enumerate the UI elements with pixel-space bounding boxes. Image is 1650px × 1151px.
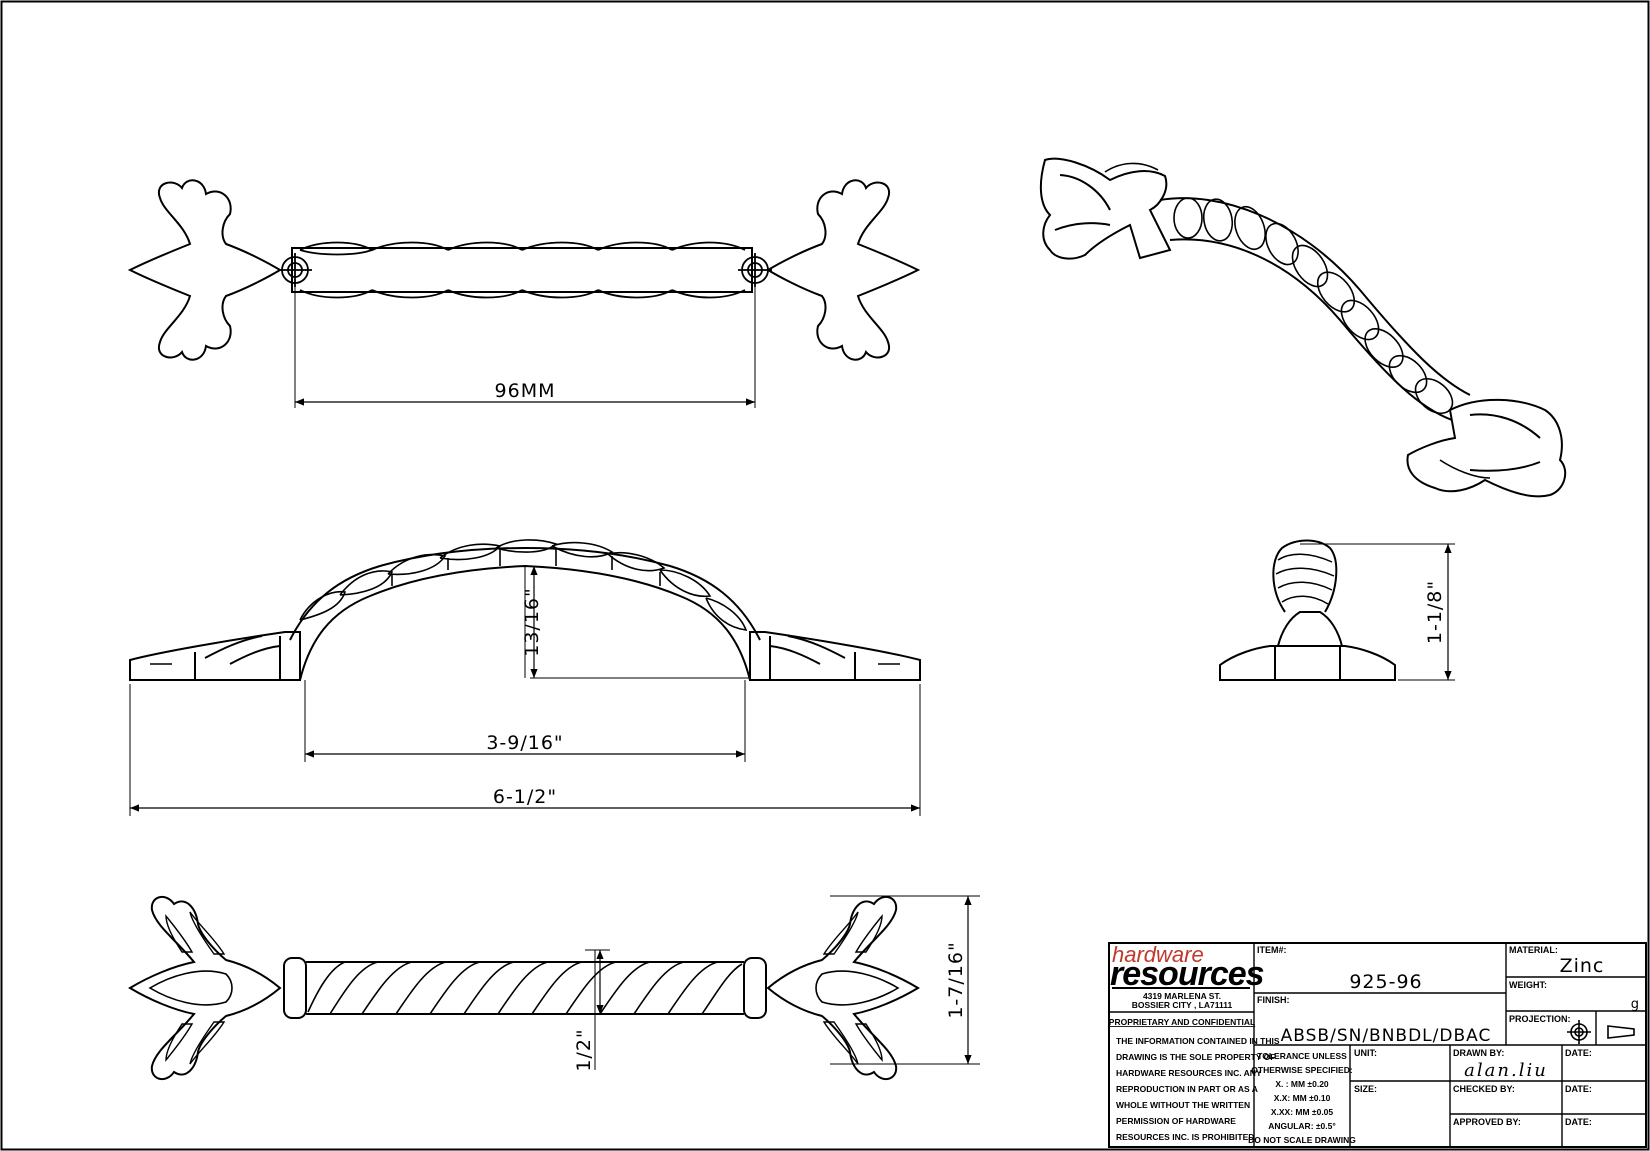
dim-hole-spacing: 96MM: [495, 380, 556, 402]
top-view: 96MM: [129, 179, 919, 408]
isometric-view: [1039, 157, 1567, 498]
confidential-line: THE INFORMATION CONTAINED IN THIS: [1116, 1036, 1280, 1046]
checked-by-label: CHECKED BY:: [1453, 1084, 1515, 1094]
drawn-by-signature: alan.liu: [1464, 1060, 1548, 1081]
confidential-line: WHOLE WITHOUT THE WRITTEN: [1116, 1100, 1250, 1110]
dim-projection-height: 13/16": [521, 587, 543, 657]
material-value: Zinc: [1560, 955, 1605, 977]
size-label: SIZE:: [1354, 1084, 1377, 1094]
end-view: [1219, 539, 1396, 681]
date-label: DATE:: [1565, 1048, 1592, 1058]
tolerance-line: TOLERANCE UNLESS: [1257, 1051, 1347, 1061]
bottom-view-dimensions: 1/2" 1-7/16": [573, 895, 980, 1072]
tolerance-line: ANGULAR: ±0.5°: [1268, 1121, 1336, 1131]
item-value: 925-96: [1349, 971, 1422, 993]
confidential-line: RESOURCES INC. IS PROHIBITED.: [1116, 1132, 1257, 1142]
confidential-line: DRAWING IS THE SOLE PROPERTY OF: [1116, 1052, 1275, 1062]
tolerance-line: X.X: MM ±0.10: [1274, 1093, 1331, 1103]
date-label: DATE:: [1565, 1084, 1592, 1094]
tolerance-line: X.XX: MM ±0.05: [1271, 1107, 1334, 1117]
dim-base-width: 1-7/16": [945, 941, 967, 1018]
dim-overall-height: 1-1/8": [1424, 580, 1446, 644]
projection-symbol-icon: [1567, 1020, 1635, 1044]
approved-by-label: APPROVED BY:: [1453, 1117, 1521, 1127]
tolerance-line: OTHERWISE SPECIFIED:: [1251, 1065, 1353, 1075]
bottom-view: [129, 895, 919, 1081]
material-label: MATERIAL:: [1509, 945, 1558, 955]
confidential-line: HARDWARE RESOURCES INC. ANY: [1116, 1068, 1262, 1078]
confidential-line: REPRODUCTION IN PART OR AS A: [1116, 1084, 1258, 1094]
title-block: hardware resources 4319 MARLENA ST. BOSS…: [1108, 942, 1647, 1148]
finish-label: FINISH:: [1257, 995, 1290, 1005]
end-view-dimensions: 1-1/8": [1300, 543, 1455, 681]
dim-rope-width: 1/2": [573, 1028, 595, 1071]
weight-label: WEIGHT:: [1509, 980, 1547, 990]
drawn-by-label: DRAWN BY:: [1453, 1048, 1504, 1058]
tolerance-line: X. : MM ±0.20: [1275, 1079, 1329, 1089]
side-view-dimensions: 13/16" 3-9/16" 6-1/2": [129, 566, 921, 816]
confidential-heading: PROPRIETARY AND CONFIDENTIAL: [1109, 1017, 1255, 1027]
date-label: DATE:: [1565, 1117, 1592, 1127]
logo-hardware: hardware: [1112, 942, 1204, 967]
finish-value: ABSB/SN/BNBDL/DBAC: [1281, 1026, 1492, 1046]
address-line2: BOSSIER CITY , LA71111: [1132, 1000, 1233, 1010]
item-label: ITEM#:: [1257, 945, 1287, 955]
logo-resources: resources: [1110, 955, 1264, 993]
projection-label: PROJECTION:: [1509, 1014, 1571, 1024]
confidential-line: PERMISSION OF HARDWARE: [1116, 1116, 1236, 1126]
dim-grip-length: 3-9/16": [486, 732, 563, 754]
address-line1: 4319 MARLENA ST.: [1143, 991, 1221, 1001]
weight-value: g: [1631, 997, 1640, 1012]
dim-overall-length: 6-1/2": [493, 786, 557, 808]
tolerance-line: DO NOT SCALE DRAWING: [1248, 1135, 1356, 1145]
unit-label: UNIT:: [1354, 1048, 1377, 1058]
